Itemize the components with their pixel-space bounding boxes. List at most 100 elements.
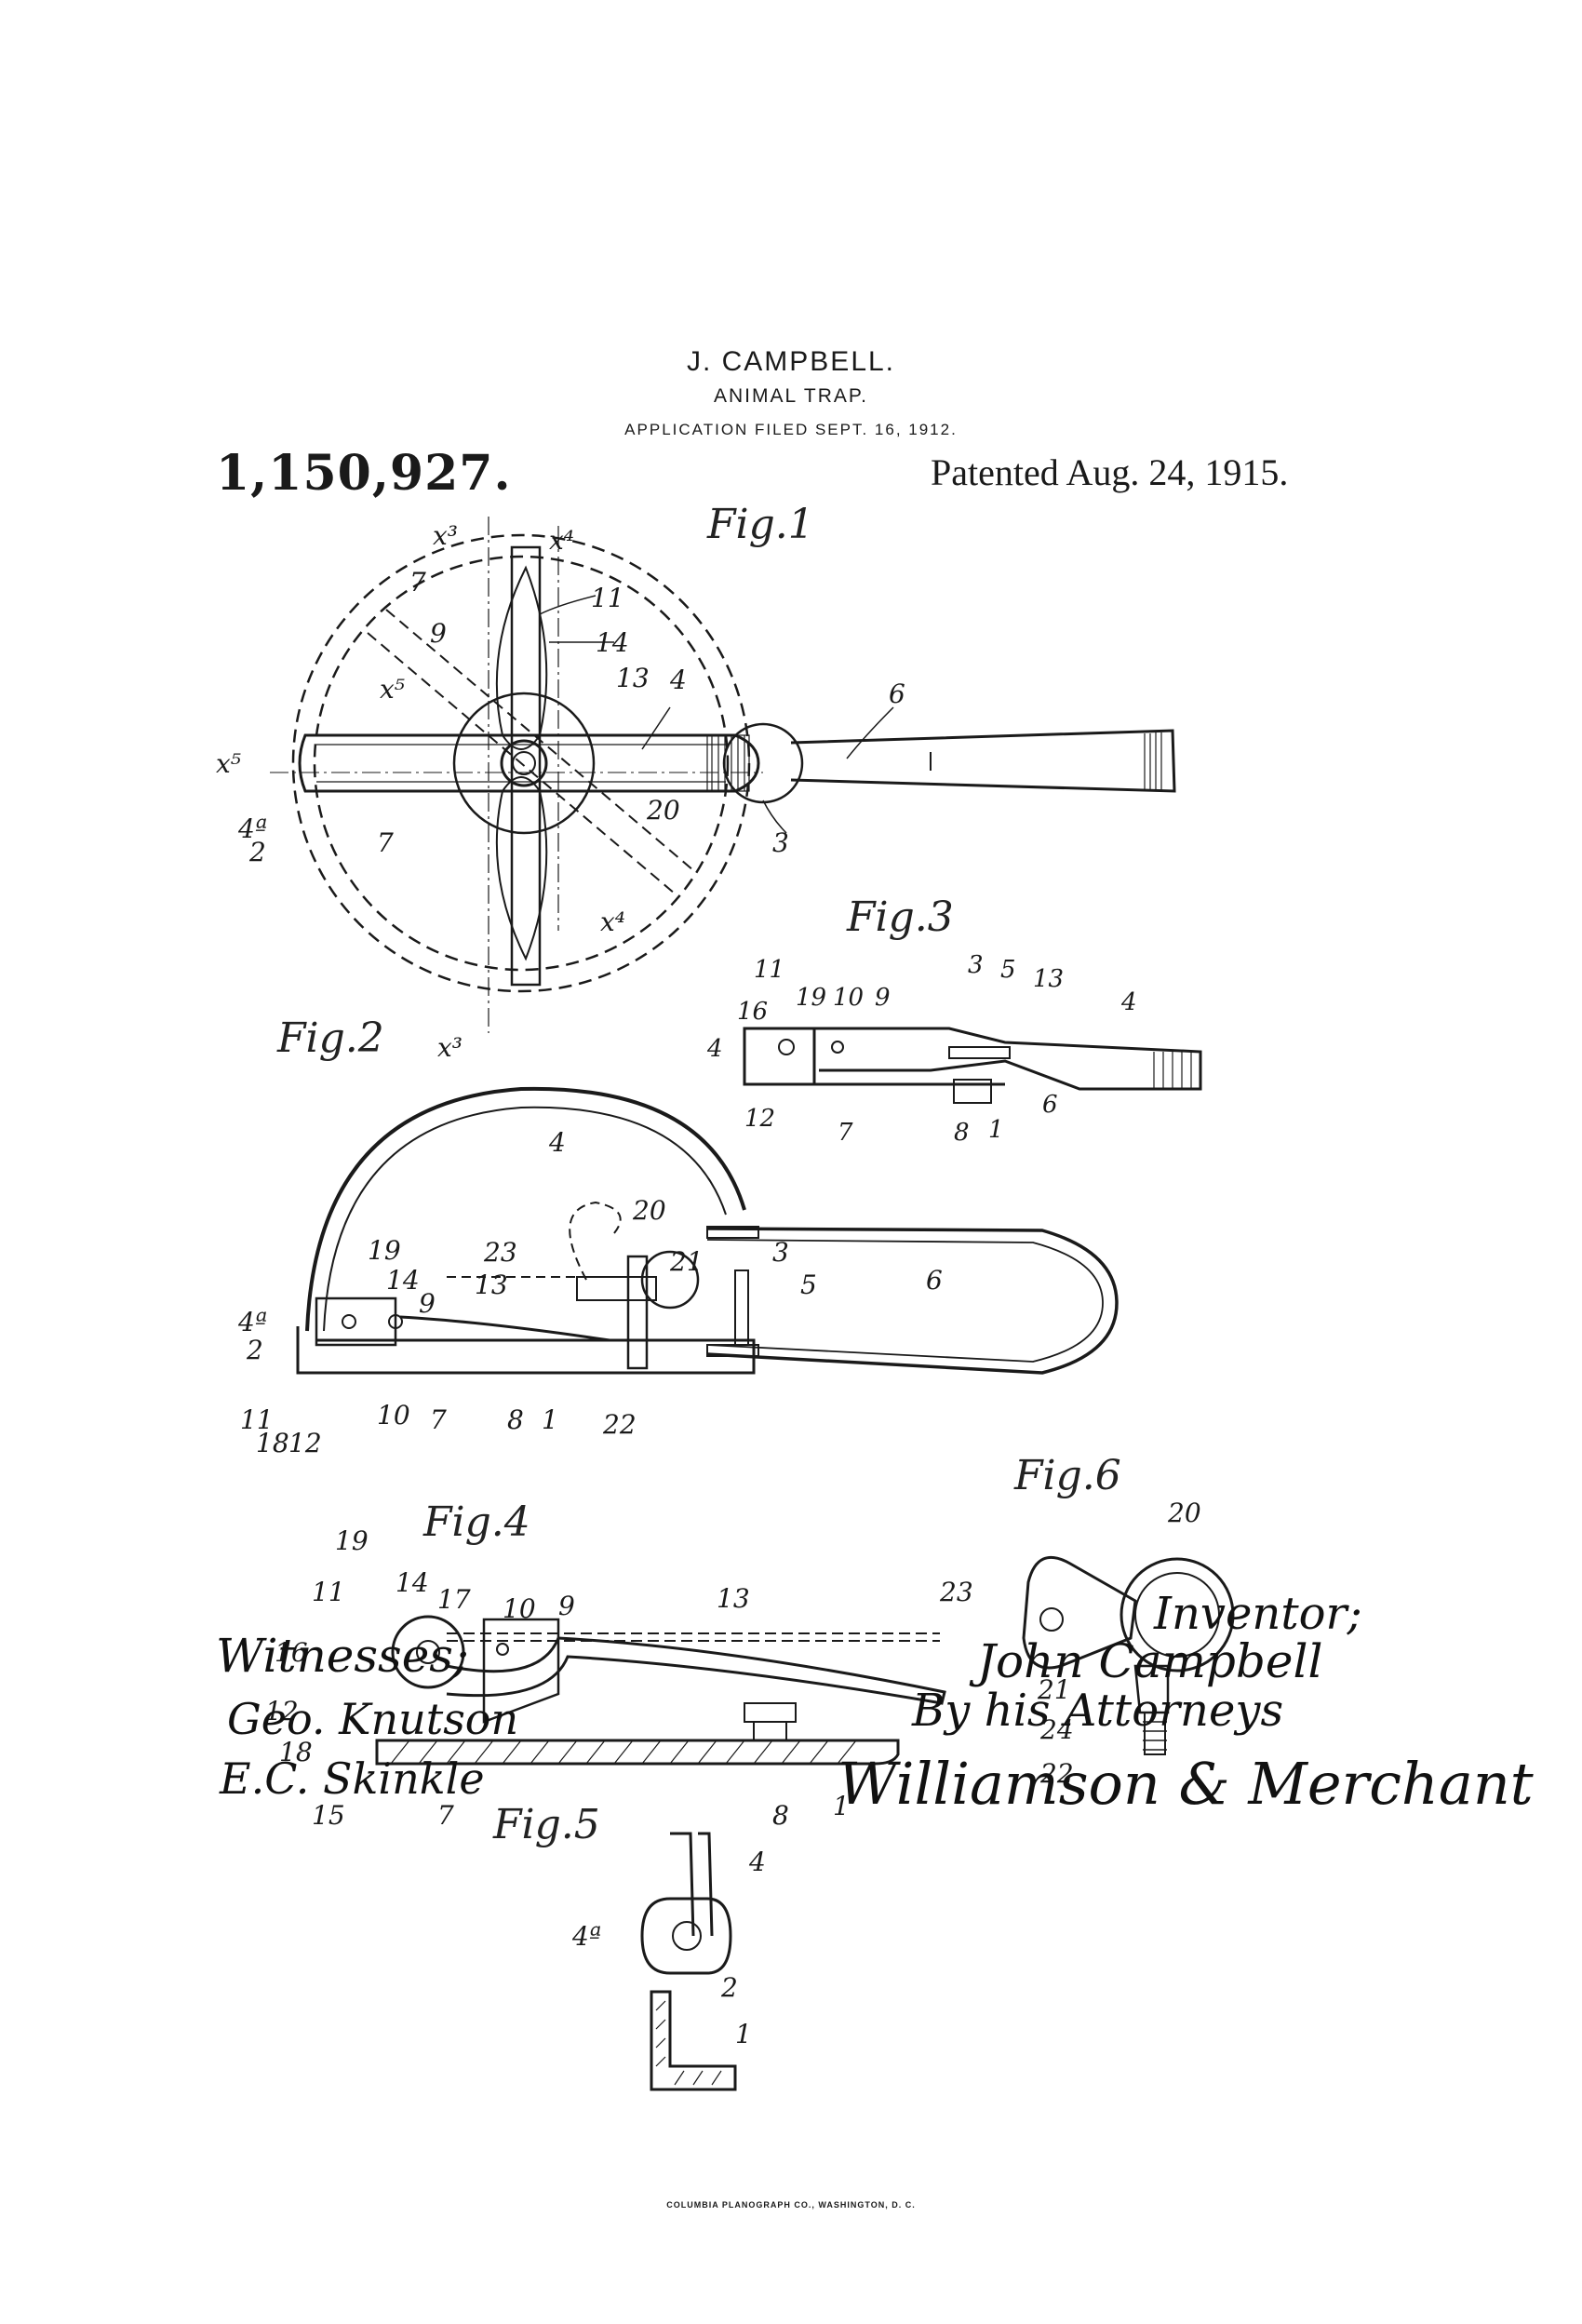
svg-text:16: 16: [275, 1637, 308, 1668]
svg-text:12: 12: [265, 1696, 299, 1726]
svg-text:2: 2: [720, 1972, 738, 2003]
svg-text:9: 9: [430, 618, 447, 649]
svg-text:4: 4: [548, 1127, 566, 1158]
inventor-signature: John Campbell: [977, 1634, 1323, 1688]
inventor-label: Inventor;: [1154, 1588, 1362, 1640]
fig6-drawing: 20 23 21 24 22: [939, 1498, 1235, 1789]
svg-text:13: 13: [1033, 965, 1064, 993]
svg-text:12: 12: [744, 1105, 775, 1133]
svg-text:10: 10: [503, 1593, 536, 1624]
invention-title: ANIMAL TRAP.: [714, 385, 868, 407]
svg-text:9: 9: [558, 1591, 575, 1621]
svg-text:4ª: 4ª: [571, 1921, 601, 1952]
svg-text:4: 4: [1120, 988, 1137, 1016]
svg-text:6: 6: [926, 1265, 943, 1296]
svg-text:7: 7: [437, 1800, 454, 1831]
svg-text:x⁴: x⁴: [600, 907, 625, 937]
svg-text:2: 2: [248, 837, 266, 867]
svg-text:7: 7: [409, 567, 426, 598]
svg-text:6: 6: [889, 678, 905, 709]
attorneys-signature: Williamson & Merchant: [838, 1750, 1534, 1818]
svg-text:13: 13: [616, 663, 650, 693]
svg-text:19: 19: [368, 1235, 401, 1266]
svg-text:13: 13: [475, 1269, 508, 1300]
witnesses-label: Witnesses;: [216, 1629, 469, 1683]
svg-text:19: 19: [335, 1525, 369, 1556]
patent-date: Patented Aug. 24, 1915.: [931, 451, 1289, 493]
svg-text:3: 3: [772, 827, 789, 858]
svg-text:4: 4: [748, 1847, 766, 1877]
svg-text:9: 9: [419, 1288, 436, 1319]
fig5-drawing: 4 4ª 2 1: [571, 1832, 766, 2091]
svg-text:11: 11: [591, 583, 624, 613]
printer-credit: COLUMBIA PLANOGRAPH CO., WASHINGTON, D. …: [666, 2200, 916, 2210]
svg-text:1: 1: [988, 1116, 1004, 1144]
svg-text:x⁵: x⁵: [380, 674, 405, 705]
svg-text:3: 3: [968, 951, 984, 979]
svg-text:x³: x³: [437, 1032, 463, 1063]
svg-text:24: 24: [1039, 1714, 1074, 1745]
svg-text:21: 21: [669, 1246, 704, 1277]
svg-text:15: 15: [312, 1800, 345, 1831]
svg-text:20: 20: [646, 795, 680, 826]
svg-text:1: 1: [542, 1404, 558, 1435]
by-attorneys-line: By his Attorneys: [912, 1685, 1284, 1737]
svg-text:16: 16: [737, 998, 768, 1026]
fig1-label: Fig.1: [707, 501, 814, 548]
svg-text:17: 17: [437, 1584, 471, 1615]
svg-text:1: 1: [833, 1791, 850, 1821]
svg-text:20: 20: [632, 1195, 666, 1226]
inventor-heading: J. CAMPBELL.: [686, 346, 896, 377]
svg-text:19: 19: [796, 984, 826, 1012]
svg-text:3: 3: [772, 1237, 789, 1268]
patent-number: 1,150,927.: [216, 445, 512, 502]
svg-text:12: 12: [288, 1428, 322, 1458]
witness-signature-2: E.C. Skinkle: [220, 1753, 485, 1804]
svg-text:7: 7: [838, 1119, 853, 1147]
svg-text:10: 10: [833, 984, 864, 1012]
svg-text:2: 2: [246, 1335, 263, 1365]
svg-text:22: 22: [602, 1409, 637, 1440]
svg-text:14: 14: [396, 1567, 429, 1598]
application-filed-line: APPLICATION FILED SEPT. 16, 1912.: [624, 421, 958, 438]
fig4-label: Fig.4: [423, 1498, 530, 1546]
svg-text:6: 6: [1042, 1091, 1058, 1119]
fig3-label: Fig.3: [847, 893, 954, 941]
svg-text:20: 20: [1167, 1498, 1201, 1528]
svg-text:5: 5: [800, 1269, 817, 1300]
svg-text:1: 1: [735, 2019, 752, 2049]
svg-text:23: 23: [483, 1237, 517, 1268]
svg-text:8: 8: [772, 1800, 789, 1831]
svg-text:7: 7: [430, 1404, 447, 1435]
svg-text:x³: x³: [433, 520, 458, 551]
svg-text:11: 11: [240, 1404, 274, 1435]
svg-text:7: 7: [377, 827, 394, 858]
svg-text:x⁴: x⁴: [549, 525, 574, 556]
svg-text:21: 21: [1037, 1674, 1071, 1705]
svg-text:4: 4: [669, 665, 687, 695]
svg-text:23: 23: [939, 1577, 973, 1607]
svg-text:8: 8: [954, 1119, 970, 1147]
svg-text:4ª: 4ª: [237, 813, 267, 844]
svg-text:4: 4: [706, 1035, 723, 1063]
svg-text:9: 9: [875, 984, 891, 1012]
svg-text:11: 11: [312, 1577, 345, 1607]
svg-text:14: 14: [596, 627, 629, 658]
svg-text:8: 8: [507, 1404, 524, 1435]
fig6-label: Fig.6: [1014, 1452, 1121, 1499]
svg-text:4ª: 4ª: [237, 1307, 267, 1337]
fig2-label: Fig.2: [277, 1014, 384, 1062]
svg-text:x⁵: x⁵: [216, 748, 241, 779]
fig5-label: Fig.5: [493, 1801, 600, 1848]
svg-text:5: 5: [1000, 956, 1016, 984]
svg-text:22: 22: [1039, 1758, 1074, 1789]
svg-text:18: 18: [256, 1428, 289, 1458]
witness-signature-1: Geo. Knutson: [227, 1694, 519, 1744]
svg-text:11: 11: [754, 956, 784, 984]
svg-text:13: 13: [717, 1583, 750, 1614]
